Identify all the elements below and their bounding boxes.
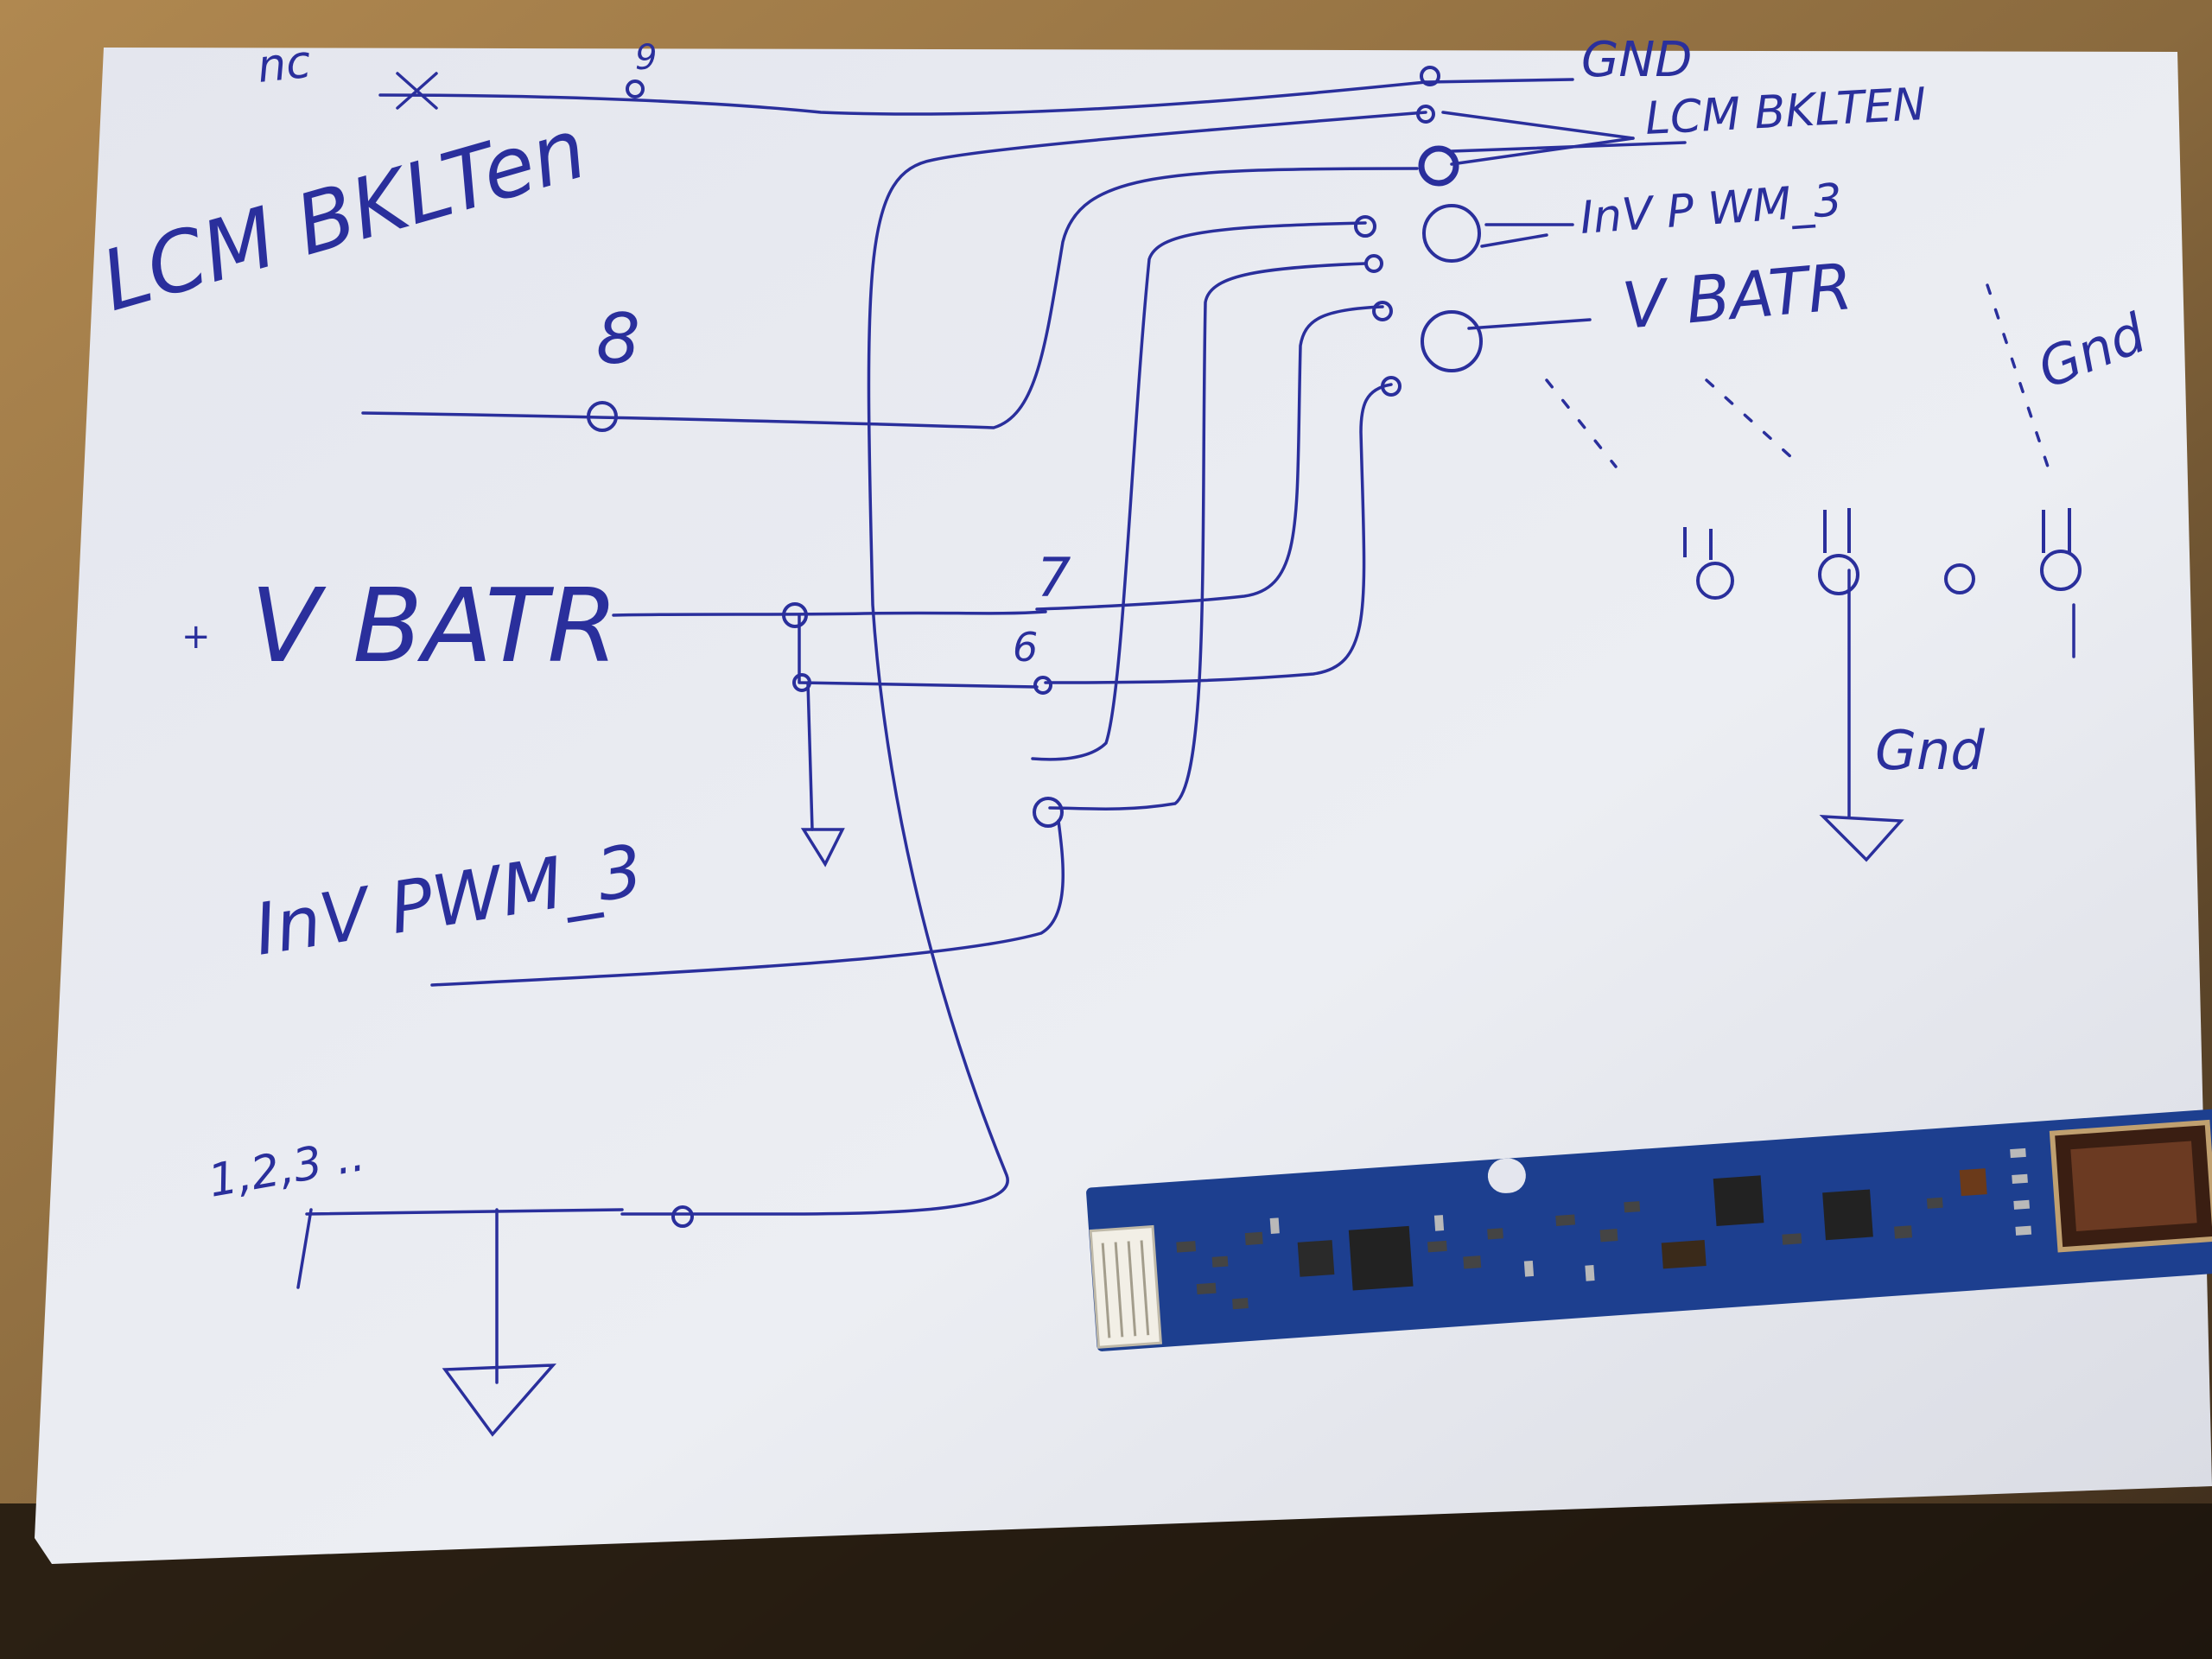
label-gnd-top: GND	[1581, 32, 1692, 88]
label-nc: nc	[255, 36, 313, 93]
label-pin7: 7	[1037, 546, 1071, 609]
label-pin9: 9	[635, 38, 657, 78]
pcb-chip-3	[1713, 1175, 1764, 1227]
inverter-pcb	[1086, 1109, 2212, 1351]
pcb-chip-4	[1822, 1189, 1873, 1241]
pcb-chip-6	[1661, 1240, 1707, 1269]
pcb-chip-5	[1959, 1168, 1987, 1197]
pcb-chip-main	[1348, 1225, 1414, 1291]
pcb-chip-2	[1297, 1240, 1335, 1277]
pcb-notch	[1487, 1158, 1526, 1193]
pcb-board	[1086, 1109, 2212, 1351]
label-plus: +	[181, 617, 211, 657]
pcb-connector	[1089, 1224, 1163, 1349]
label-vbatr-left: V BATR	[251, 566, 618, 685]
label-gnd-mid: Gnd	[1875, 719, 1985, 782]
schematic-wires	[296, 72, 2075, 1437]
connector-prongs	[1683, 508, 2071, 560]
pin-circles	[587, 66, 2082, 1228]
label-pin8: 8	[596, 299, 640, 379]
label-pin6: 6	[1013, 624, 1038, 671]
